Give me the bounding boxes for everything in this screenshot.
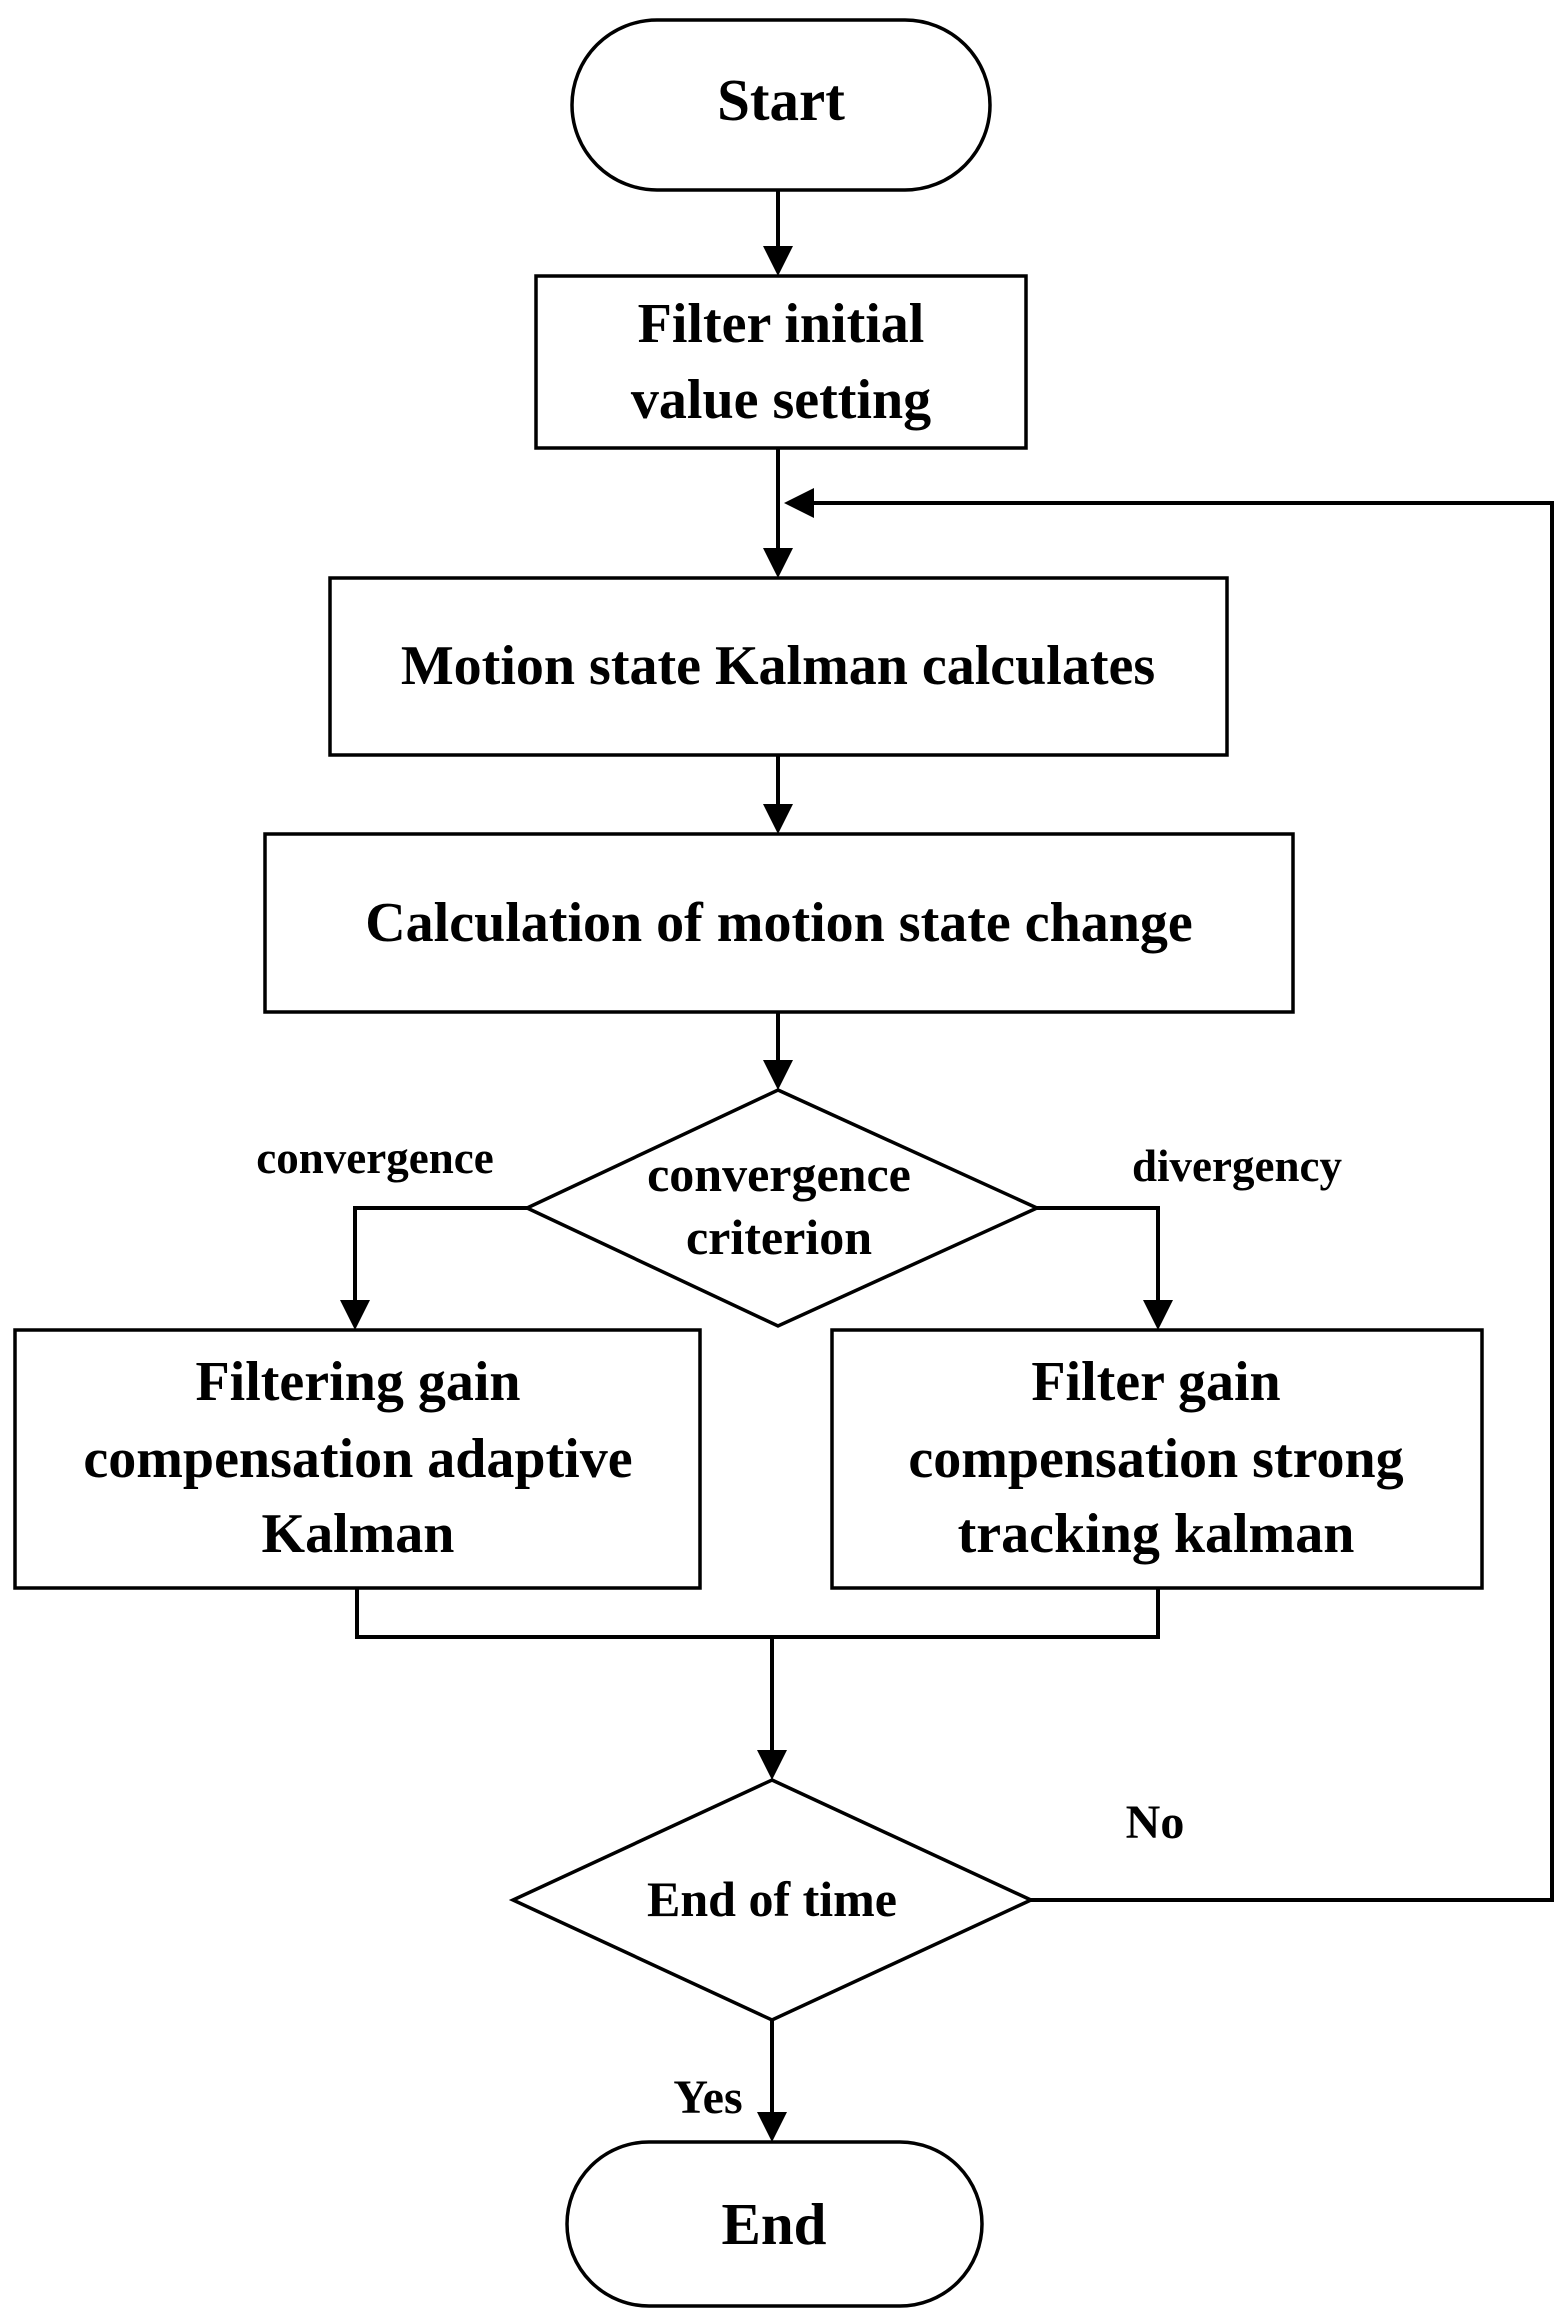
convergence-branch-label: convergence bbox=[256, 1133, 493, 1183]
adaptive-label-line1: Filtering gain bbox=[195, 1351, 520, 1413]
kalman-label: Motion state Kalman calculates bbox=[401, 635, 1155, 697]
change-label: Calculation of motion state change bbox=[365, 892, 1193, 954]
adaptive-box bbox=[13, 1328, 702, 1590]
strong-label-line3: tracking kalman bbox=[958, 1503, 1355, 1565]
start-node: Start bbox=[570, 18, 992, 192]
criterion-label-line1: convergence bbox=[647, 1146, 911, 1202]
adaptive-label-line2: compensation adaptive bbox=[83, 1428, 632, 1490]
kalman-node: Motion state Kalman calculates bbox=[328, 576, 1229, 757]
arrowhead-icon bbox=[763, 1060, 793, 1090]
yes-label: Yes bbox=[673, 2071, 742, 2124]
init-node: Filter initial value setting bbox=[534, 274, 1028, 450]
strong-label-line1: Filter gain bbox=[1031, 1351, 1280, 1413]
init-box bbox=[534, 274, 1028, 450]
no-label: No bbox=[1126, 1796, 1185, 1849]
arrowhead-icon bbox=[763, 804, 793, 834]
arrowhead-icon bbox=[340, 1300, 370, 1330]
end-terminator bbox=[565, 2140, 984, 2308]
criterion-diamond bbox=[522, 1088, 1042, 1328]
divergency-branch-label: divergency bbox=[1132, 1141, 1342, 1191]
kalman-box bbox=[328, 576, 1229, 757]
arrowhead-icon bbox=[757, 1750, 787, 1780]
change-box bbox=[263, 832, 1295, 1014]
criterion-label-line2: criterion bbox=[686, 1209, 872, 1265]
merge-line bbox=[355, 1588, 1160, 1639]
adaptive-node: Filtering gain compensation adaptive Kal… bbox=[13, 1328, 702, 1590]
arrowhead-icon bbox=[1143, 1300, 1173, 1330]
init-label-line2: value setting bbox=[631, 369, 931, 431]
init-label-line1: Filter initial bbox=[638, 293, 925, 355]
end-of-time-node: End of time bbox=[508, 1778, 1036, 2022]
connectors bbox=[340, 190, 1554, 2142]
strong-label-line2: compensation strong bbox=[908, 1428, 1403, 1490]
change-node: Calculation of motion state change bbox=[263, 832, 1295, 1014]
end-label: End bbox=[722, 2191, 827, 2257]
arrowhead-icon bbox=[784, 488, 814, 518]
arrowhead-icon bbox=[757, 2112, 787, 2142]
criterion-node: convergence criterion bbox=[522, 1088, 1042, 1328]
loop-no-line bbox=[812, 501, 1554, 1902]
adaptive-label-line3: Kalman bbox=[262, 1503, 455, 1565]
arrowhead-icon bbox=[763, 548, 793, 578]
arrowhead-icon bbox=[763, 246, 793, 276]
strong-box bbox=[830, 1328, 1484, 1590]
end-node: End bbox=[565, 2140, 984, 2308]
arrow-criterion-to-strong bbox=[1037, 1206, 1160, 1306]
start-terminator bbox=[570, 18, 992, 192]
strong-node: Filter gain compensation strong tracking… bbox=[830, 1328, 1484, 1590]
start-label: Start bbox=[717, 67, 845, 133]
end-of-time-label: End of time bbox=[647, 1871, 897, 1927]
arrow-criterion-to-adaptive bbox=[353, 1206, 527, 1306]
end-of-time-diamond bbox=[508, 1778, 1036, 2022]
